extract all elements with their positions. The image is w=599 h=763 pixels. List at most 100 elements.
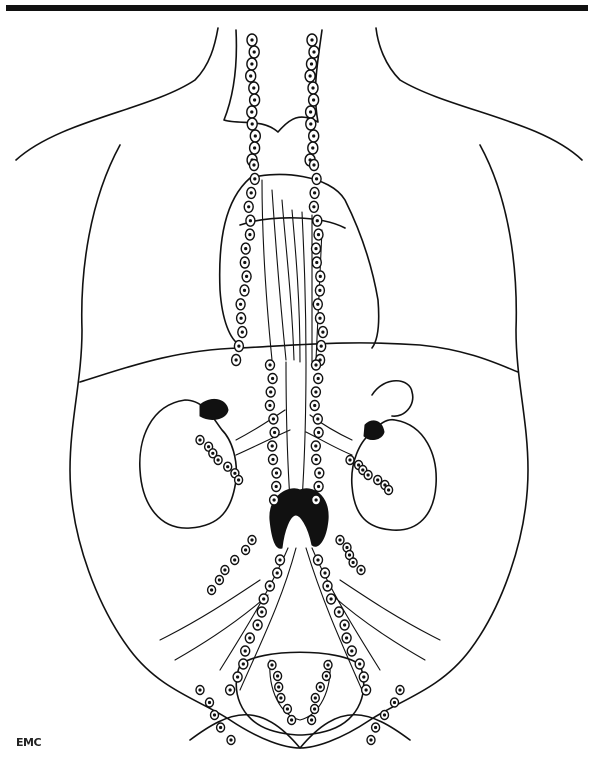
lymph-node-center <box>376 478 379 481</box>
iliac-vessels <box>160 548 440 690</box>
lymph-node-center <box>229 738 232 741</box>
lymph-node-center <box>312 98 315 101</box>
lymph-node-center <box>244 247 247 250</box>
lymph-node-center <box>312 163 315 166</box>
lymph-node-center <box>233 472 236 475</box>
lymph-node-center <box>269 390 272 393</box>
lymph-node-center <box>276 571 279 574</box>
lymph-node-center <box>320 345 323 348</box>
left-kidney <box>140 399 237 528</box>
lymph-node-center <box>337 610 340 613</box>
lymph-node-center <box>309 110 312 113</box>
lymph-node-center <box>273 431 276 434</box>
lymph-node-center <box>237 345 240 348</box>
lymph-node-center <box>275 471 278 474</box>
lymph-node-center <box>262 597 265 600</box>
lymph-node-center <box>270 663 273 666</box>
lymph-node-center <box>314 363 317 366</box>
lymph-node-center <box>233 558 236 561</box>
illustrator-credit: EMC <box>16 736 41 749</box>
lymph-node-center <box>236 675 239 678</box>
lymph-node-center <box>256 623 259 626</box>
lymph-node-center <box>244 548 247 551</box>
lymph-node-center <box>219 726 222 729</box>
lymph-node-center <box>310 62 313 65</box>
lymph-node-center <box>316 219 319 222</box>
diaphragm-line <box>80 343 518 382</box>
lymph-node-center <box>345 636 348 639</box>
lymph-node-center <box>226 465 229 468</box>
lymph-node-center <box>279 696 282 699</box>
lymph-node-center <box>250 191 253 194</box>
lymph-node-center <box>213 713 216 716</box>
lymph-node-center <box>310 718 313 721</box>
lymph-node-center <box>229 688 232 691</box>
lymph-node-center <box>309 74 312 77</box>
lymph-node-center <box>260 610 263 613</box>
lymph-node-center <box>312 205 315 208</box>
lymph-node-center <box>250 110 253 113</box>
pelvic-organ <box>236 652 364 735</box>
lymph-node-center <box>240 317 243 320</box>
lymph-node-center <box>312 50 315 53</box>
lymph-node-center <box>315 261 318 264</box>
lymph-node-center <box>208 701 211 704</box>
lymph-node-center <box>383 713 386 716</box>
lymph-node-center <box>359 568 362 571</box>
lymph-node-center <box>272 417 275 420</box>
lymph-node-center <box>316 303 319 306</box>
lymph-node-center <box>317 485 320 488</box>
lymph-node-center <box>252 163 255 166</box>
lymph-node-center <box>315 177 318 180</box>
lymph-node-center <box>316 417 319 420</box>
lymph-node-center <box>248 636 251 639</box>
lymph-node-center <box>253 50 256 53</box>
lymph-node-center <box>398 688 401 691</box>
lymph-node-center <box>314 444 317 447</box>
lymph-node-center <box>318 471 321 474</box>
lymph-node-center <box>223 568 226 571</box>
lymph-node-center <box>242 662 245 665</box>
lymph-node-center <box>211 452 214 455</box>
lymph-node-center <box>319 685 322 688</box>
lymph-node-center <box>253 177 256 180</box>
lymph-node-center <box>323 571 326 574</box>
lymph-node-center <box>313 404 316 407</box>
lymph-node-center <box>198 438 201 441</box>
lymph-node-center <box>352 561 355 564</box>
lymph-node-center <box>245 275 248 278</box>
lymph-node-center <box>198 688 201 691</box>
lymph-node-center <box>207 445 210 448</box>
lymph-node-center <box>338 538 341 541</box>
lymph-node-center <box>235 358 238 361</box>
lymph-node-center <box>318 289 321 292</box>
lymph-node-center <box>310 38 313 41</box>
lymph-node-center <box>251 122 254 125</box>
lymph-node-center <box>253 146 256 149</box>
lymph-node-center <box>241 331 244 334</box>
lymph-node-center <box>243 261 246 264</box>
lymph-node-center <box>248 233 251 236</box>
lymph-node-center <box>362 675 365 678</box>
lymph-node-center <box>350 649 353 652</box>
lymph-node-center <box>325 674 328 677</box>
lymph-node-center <box>273 498 276 501</box>
lymph-node-center <box>343 623 346 626</box>
lymph-node-center <box>268 584 271 587</box>
lymph-node-center <box>243 289 246 292</box>
lymph-node-center <box>321 331 324 334</box>
lymph-node-center <box>314 247 317 250</box>
lymph-node-center <box>247 205 250 208</box>
lymph-node-center <box>317 233 320 236</box>
lymph-node-center <box>244 649 247 652</box>
lymph-node-center <box>315 498 318 501</box>
lymph-node-center <box>250 38 253 41</box>
lymph-node-center <box>326 584 329 587</box>
lymph-node-center <box>330 597 333 600</box>
lymph-node-center <box>315 458 318 461</box>
lymph-node-center <box>271 458 274 461</box>
lymph-node-center <box>309 122 312 125</box>
lymph-node-center <box>387 488 390 491</box>
lymph-node-center <box>319 275 322 278</box>
